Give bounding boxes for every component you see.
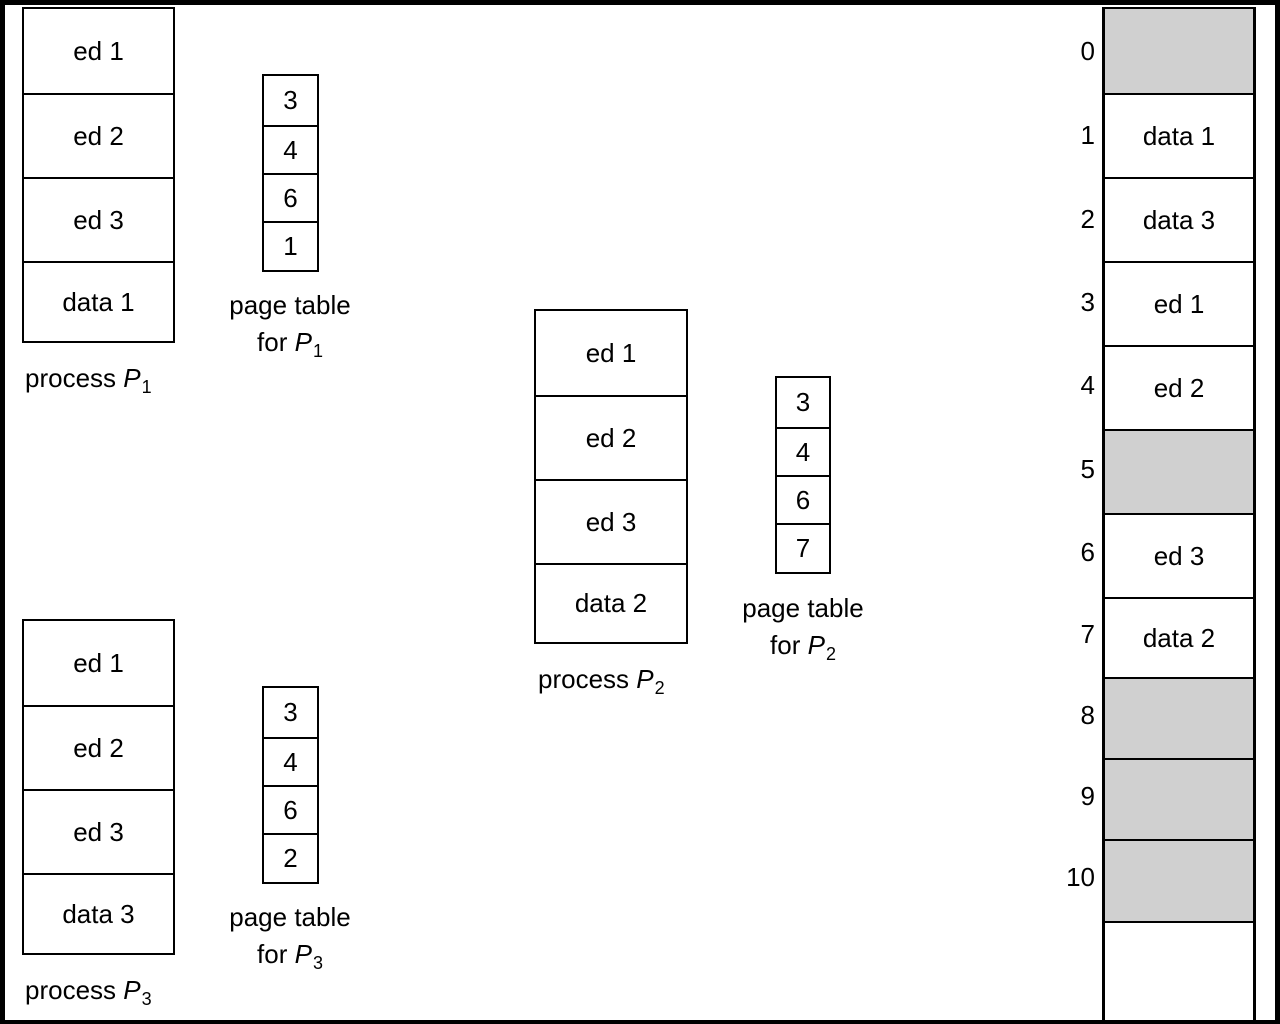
memory-frame-1: data 1 [1105,93,1253,177]
process-p2-page-3: data 2 [536,563,686,642]
memory-frame-2: data 3 [1105,177,1253,261]
process-p2-block: ed 1 ed 2 ed 3 data 2 [534,309,688,644]
process-p2-page-1: ed 2 [536,395,686,479]
diagram-canvas: ed 1 ed 2 ed 3 data 1 process P1 3 4 6 1… [5,5,1275,1020]
memory-frame-9 [1105,758,1253,839]
page-table-p2-entry-2: 6 [777,475,829,523]
page-table-p1-entry-2: 6 [264,173,317,221]
page-table-p2-entry-1: 4 [777,427,829,475]
frame-number-6: 6 [1080,537,1095,567]
page-table-p3-entry-1: 4 [264,737,317,785]
memory-frame-0 [1105,9,1253,93]
memory-frame-8 [1105,677,1253,758]
page-table-p2-entry-0: 3 [795,387,811,417]
process-p1-block: ed 1 ed 2 ed 3 data 1 [22,7,175,343]
page-table-p1: 3 4 6 1 [262,74,319,272]
page-table-p1-entry-0: 3 [283,85,298,115]
frame-number-1: 1 [1080,120,1095,150]
page-table-p1-entry-3: 1 [264,221,317,270]
process-p1-page-2: ed 3 [24,177,173,261]
frame-number-3: 3 [1080,287,1095,317]
memory-frame-3: ed 1 [1105,261,1253,345]
process-p3-caption: process P3 [25,975,152,1009]
page-table-p3-caption: page table for P3 [229,902,351,973]
process-p3-page-1: ed 2 [24,705,173,789]
process-p1-page-3: data 1 [24,261,173,341]
page-table-p1-entry-1: 4 [264,125,317,173]
memory-frame-5 [1105,429,1253,513]
process-p1-page-1: ed 2 [24,93,173,177]
page-table-p3-entry-3: 2 [264,833,317,882]
frame-number-0: 0 [1080,36,1095,66]
memory-frame-4: ed 2 [1105,345,1253,429]
frame-number-2: 2 [1080,204,1095,234]
memory-frame-7: data 2 [1105,597,1253,677]
process-p1-caption: process P1 [25,363,152,397]
frame-number-7: 7 [1080,619,1095,649]
frame-number-10: 10 [1066,862,1095,892]
frame-number-9: 9 [1080,781,1095,811]
process-p3-page-2: ed 3 [24,789,173,873]
physical-memory: data 1 data 3 ed 1 ed 2 ed 3 data 2 [1102,7,1256,1020]
page-table-p2-entry-3: 7 [777,523,829,572]
frame-number-5: 5 [1080,454,1095,484]
frame-number-8: 8 [1080,700,1095,730]
process-p3-page-3: data 3 [24,873,173,953]
process-p1-page-0: ed 1 [73,35,124,66]
page-table-p2: 3 4 6 7 [775,376,831,574]
page-table-p1-caption: page table for P1 [229,290,351,361]
process-p2-page-2: ed 3 [536,479,686,563]
page-table-p3: 3 4 6 2 [262,686,319,884]
process-p3-page-0: ed 1 [73,647,124,678]
process-p2-page-0: ed 1 [585,337,637,368]
page-table-p3-entry-2: 6 [264,785,317,833]
page-table-p3-entry-0: 3 [283,697,298,727]
process-p2-caption: process P2 [538,664,665,698]
frame-number-4: 4 [1080,370,1095,400]
page-table-p2-caption: page table for P2 [742,593,864,664]
memory-frame-10 [1105,839,1253,923]
memory-frame-6: ed 3 [1105,513,1253,597]
process-p3-block: ed 1 ed 2 ed 3 data 3 [22,619,175,955]
